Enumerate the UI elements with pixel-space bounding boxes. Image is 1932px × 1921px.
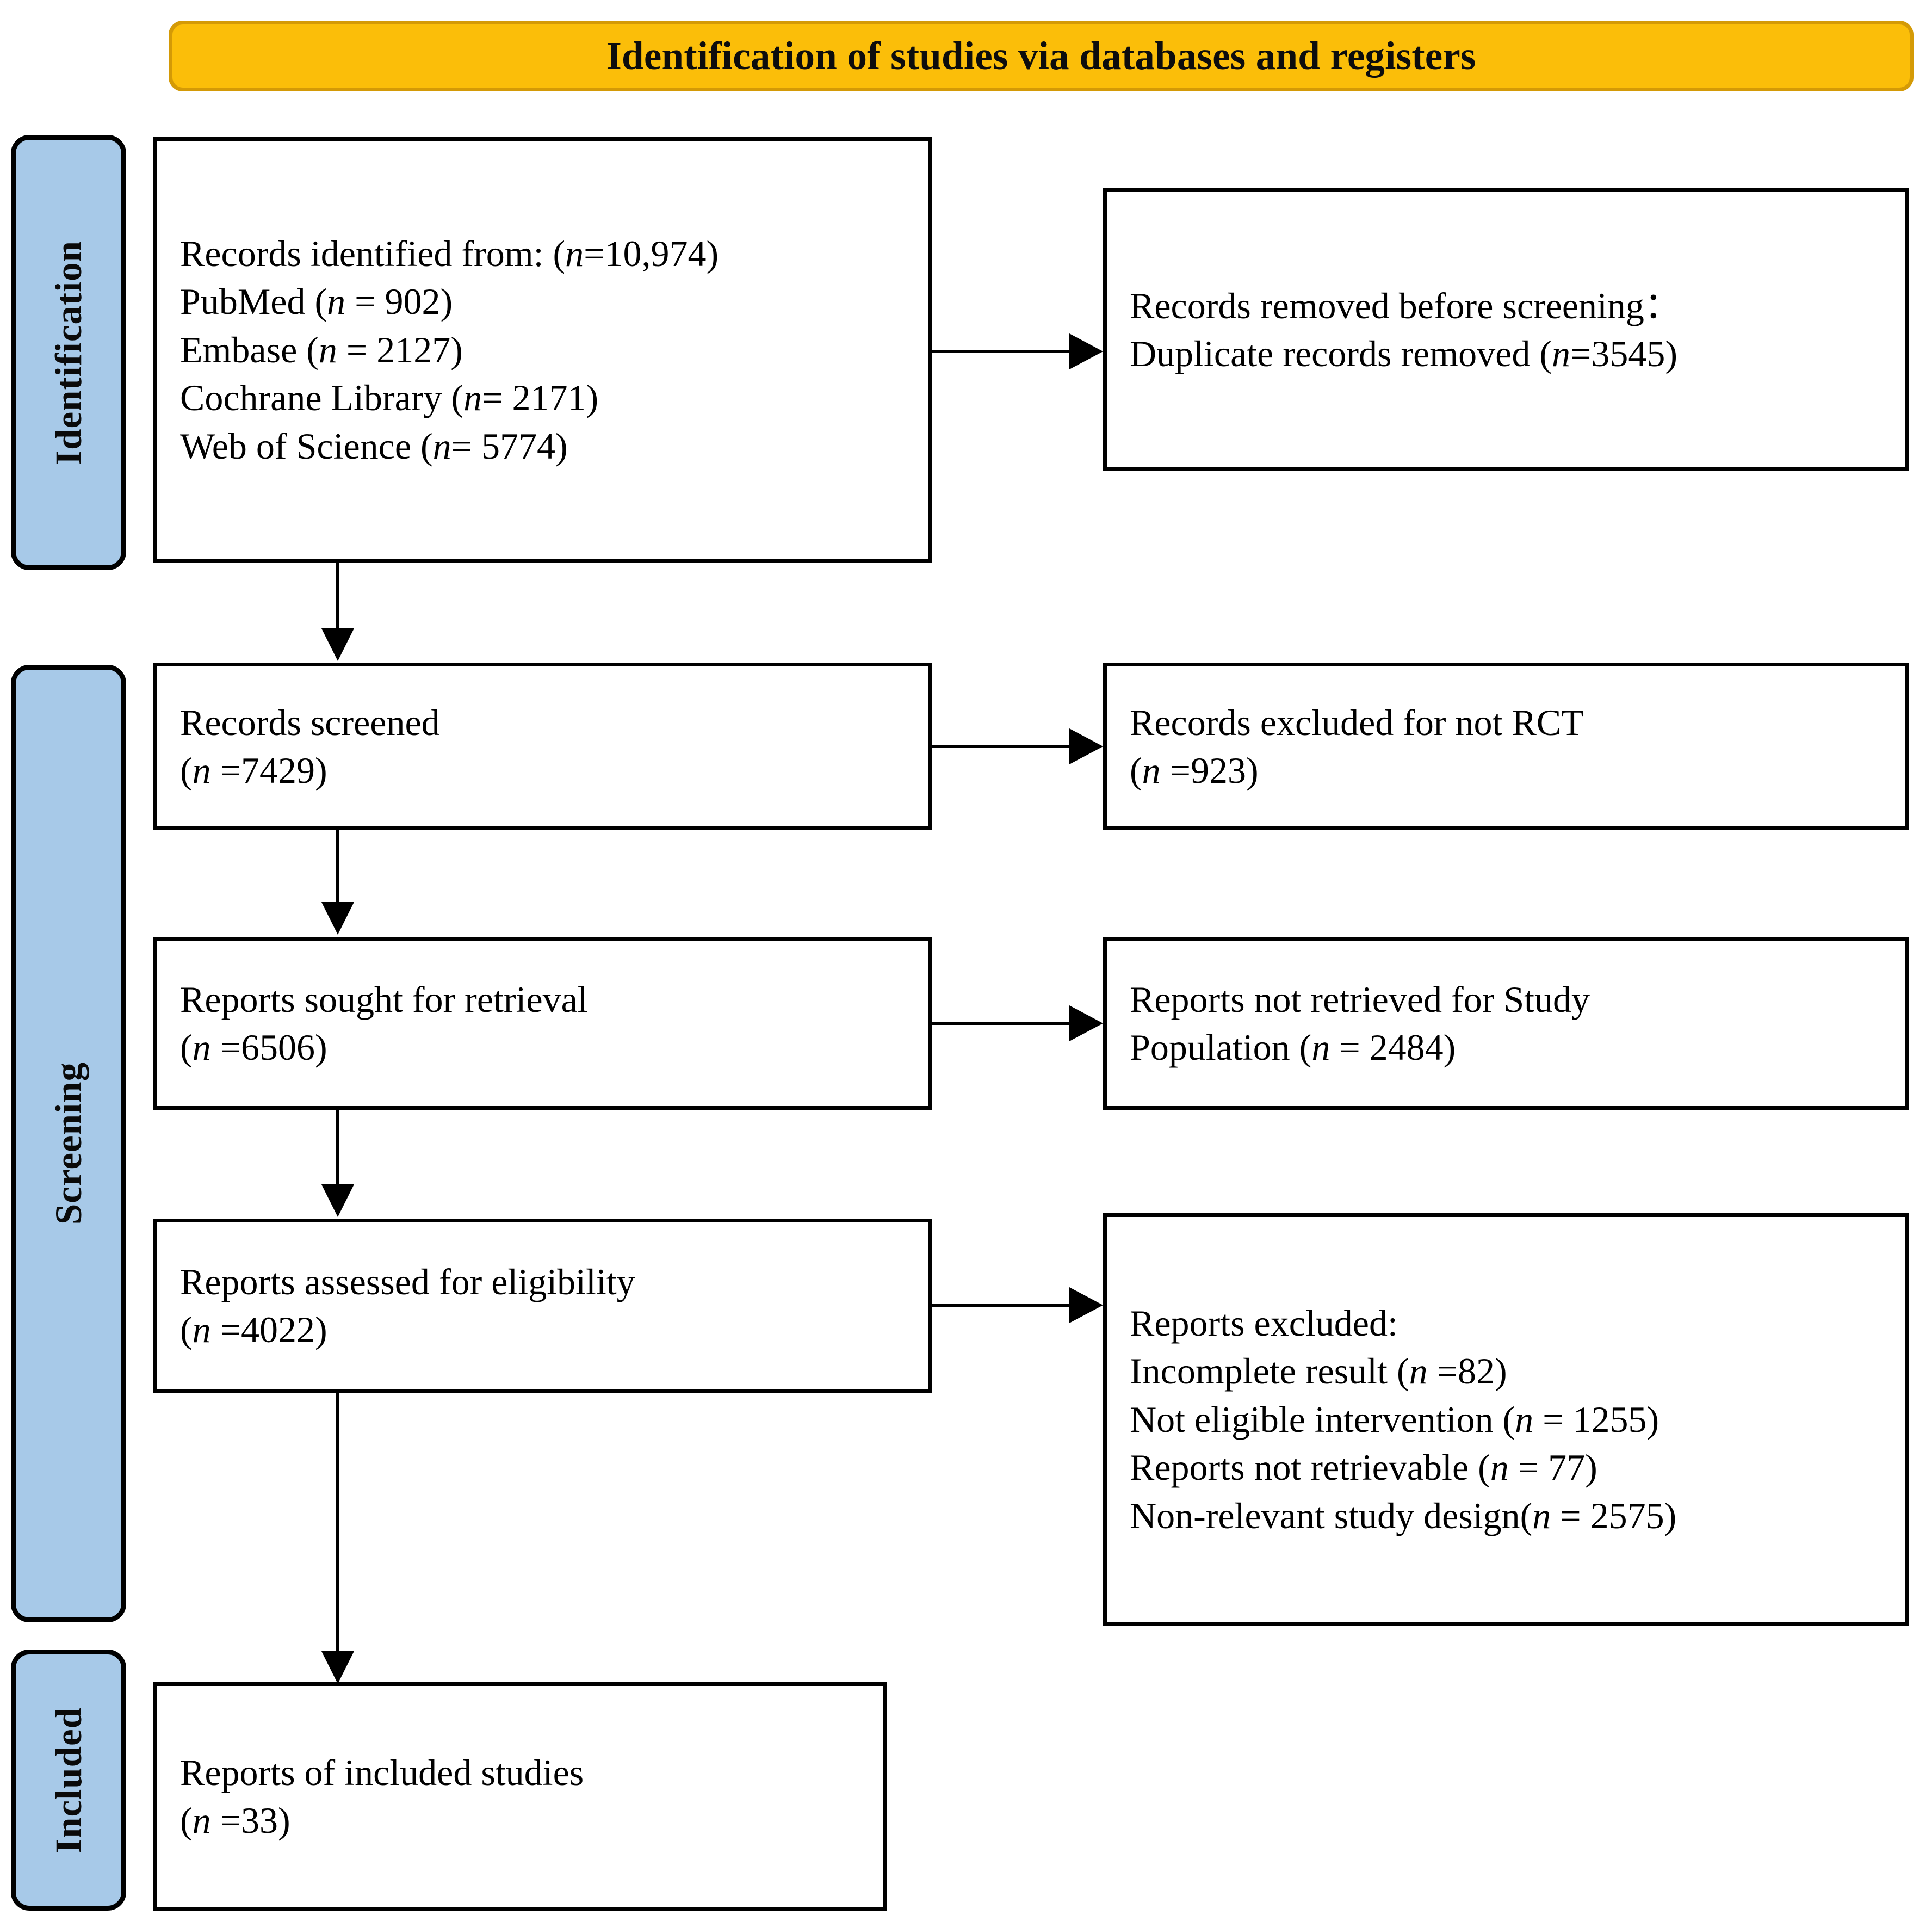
phase-tab-included: Included [11,1650,126,1911]
box-records-screened: Records screened (n =7429) [153,663,932,830]
arrowhead-screened-to-sought [321,902,354,935]
connector-assessed-to-included [336,1393,339,1653]
box-line: Reports excluded: [1130,1302,1398,1344]
box-line: Records identified from: (n=10,974) [180,233,719,275]
box-line: Embase (n = 2127) [180,329,463,370]
box-reports-excluded: Reports excluded: Incomplete result (n =… [1103,1213,1909,1626]
arrowhead-assessed-to-excluded [1069,1287,1103,1323]
box-line: (n =33) [180,1800,290,1841]
box-reports-included: Reports of included studies (n =33) [153,1682,887,1911]
connector-screened-to-excluded [932,745,1072,748]
diagram-title-banner: Identification of studies via databases … [169,21,1914,91]
connector-assessed-to-excluded [932,1304,1072,1307]
box-line: Not eligible intervention (n = 1255) [1130,1398,1659,1440]
box-line: (n =6506) [180,1027,327,1068]
connector-screened-to-sought [336,830,339,904]
box-line: (n =923) [1130,750,1259,791]
box-line: Cochrane Library (n= 2171) [180,377,599,419]
arrowhead-sought-to-not-retrieved [1069,1005,1103,1041]
box-line: Non-relevant study design(n = 2575) [1130,1494,1677,1536]
box-line: (n =4022) [180,1309,327,1350]
box-line: Records removed before screening： [1130,285,1681,326]
connector-sought-to-assessed [336,1110,339,1186]
arrowhead-assessed-to-included [321,1651,354,1684]
box-line: Records screened [180,701,440,743]
arrowhead-screened-to-excluded [1069,728,1103,764]
connector-identified-to-screened [336,563,339,631]
connector-identified-to-removed [932,350,1072,353]
box-records-excluded-not-rct: Records excluded for not RCT (n =923) [1103,663,1909,830]
phase-tab-identification: Identification [11,135,126,570]
box-line: PubMed (n = 902) [180,281,453,323]
phase-label-identification: Identification [47,240,89,465]
box-line: Reports sought for retrieval [180,978,588,1020]
phase-tab-screening: Screening [11,665,126,1622]
box-line: Reports of included studies [180,1751,584,1793]
arrowhead-identified-to-screened [321,628,354,661]
box-records-identified: Records identified from: (n=10,974) PubM… [153,137,932,563]
arrowhead-identified-to-removed [1069,333,1103,369]
box-line: Reports not retrievable (n = 77) [1130,1447,1597,1488]
box-records-removed: Records removed before screening： Duplic… [1103,188,1909,471]
box-line: Duplicate records removed (n=3545) [1130,333,1677,374]
box-line: Incomplete result (n =82) [1130,1350,1507,1392]
box-line: (n =7429) [180,750,327,791]
connector-sought-to-not-retrieved [932,1022,1072,1025]
page-title: Identification of studies via databases … [606,34,1476,78]
box-line: Reports not retrieved for Study [1130,978,1590,1020]
box-line: Population (n = 2484) [1130,1027,1456,1068]
box-reports-not-retrieved: Reports not retrieved for Study Populati… [1103,937,1909,1110]
box-line: Records excluded for not RCT [1130,701,1584,743]
box-line: Reports assessed for eligibility [180,1261,635,1302]
phase-label-included: Included [47,1707,89,1854]
box-line: Web of Science (n= 5774) [180,425,568,467]
arrowhead-sought-to-assessed [321,1184,354,1217]
phase-label-screening: Screening [47,1062,89,1225]
box-reports-assessed: Reports assessed for eligibility (n =402… [153,1219,932,1393]
box-reports-sought: Reports sought for retrieval (n =6506) [153,937,932,1110]
